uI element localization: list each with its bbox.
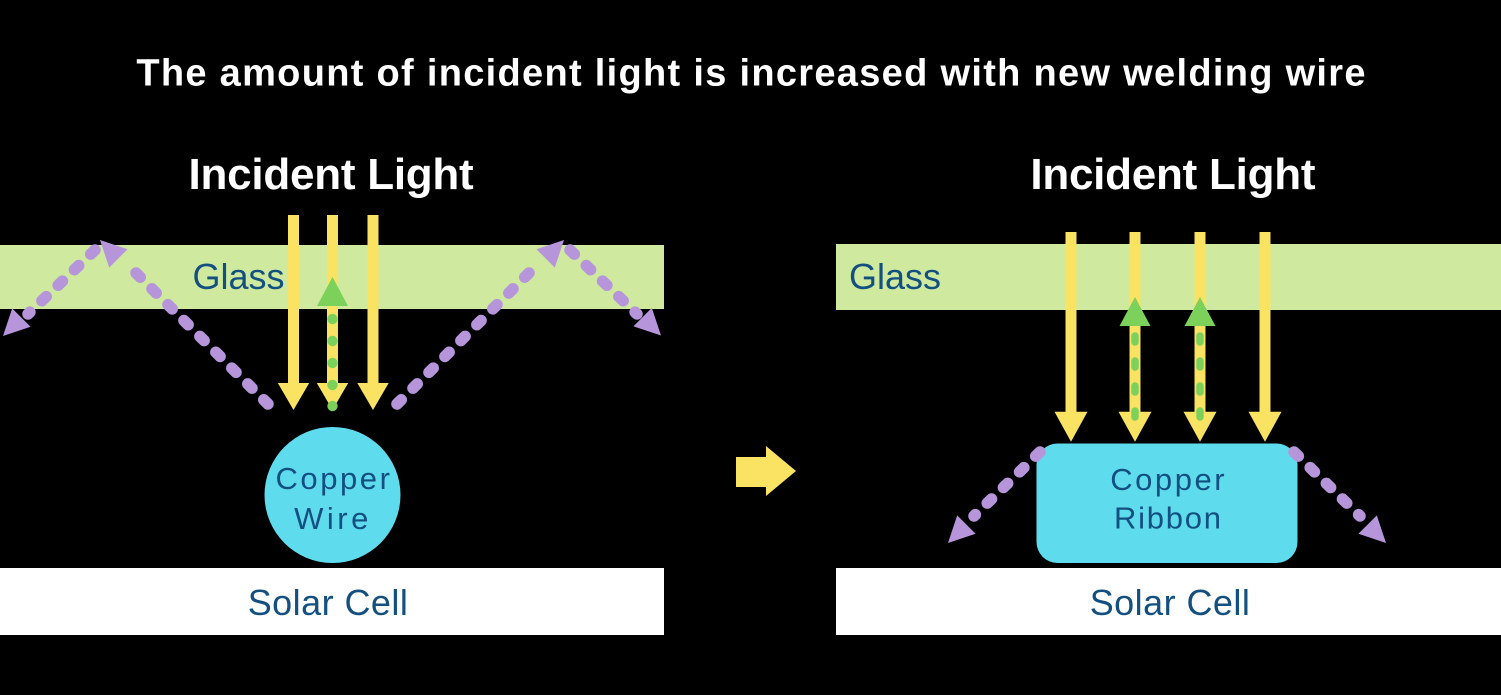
svg-text:Incident Light: Incident Light [189, 150, 475, 199]
svg-text:The amount of incident light i: The amount of incident light is increase… [136, 53, 1366, 95]
svg-text:Glass: Glass [849, 256, 941, 297]
svg-text:Solar Cell: Solar Cell [1090, 582, 1251, 623]
svg-text:Incident Light: Incident Light [1030, 150, 1316, 199]
svg-text:Copper: Copper [276, 461, 393, 496]
svg-text:Wire: Wire [294, 501, 372, 536]
svg-text:Glass: Glass [193, 256, 285, 297]
svg-text:Ribbon: Ribbon [1114, 501, 1223, 536]
svg-text:Copper: Copper [1110, 462, 1227, 497]
svg-text:Solar Cell: Solar Cell [248, 582, 409, 623]
